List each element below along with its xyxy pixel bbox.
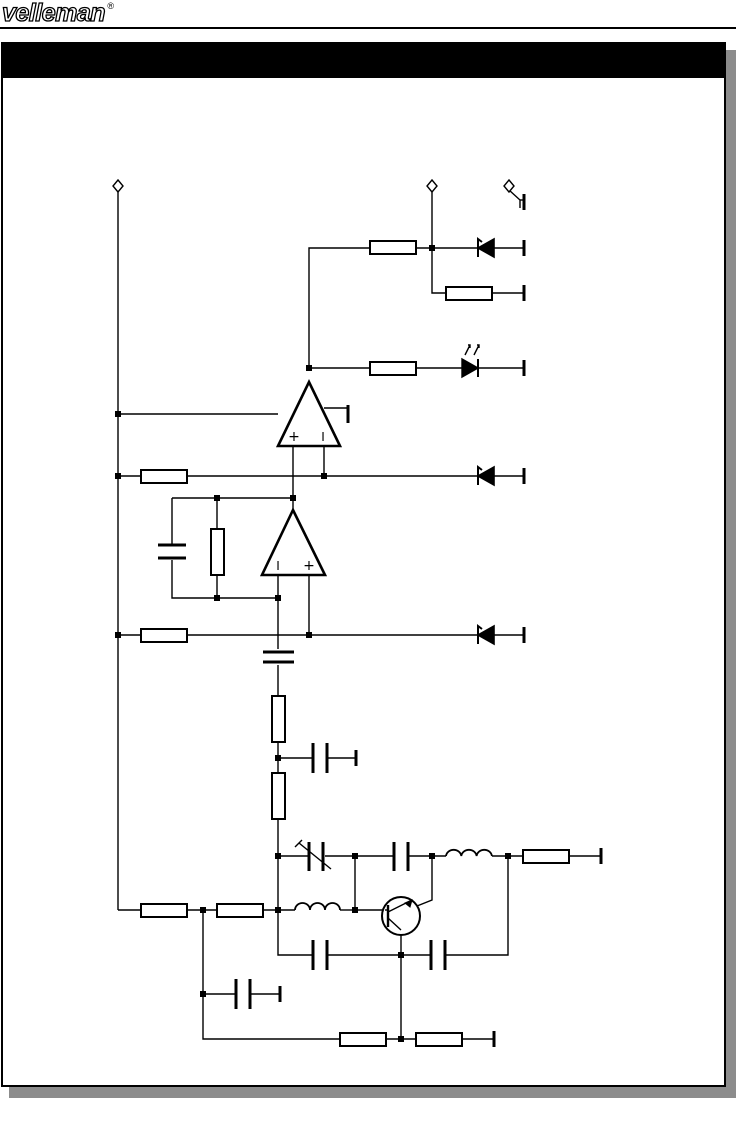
junction-dot-icon <box>200 991 206 997</box>
resistor-icon <box>523 850 569 863</box>
junction-dot-icon <box>275 595 281 601</box>
junction-dot-icon <box>214 595 220 601</box>
junction-dot-icon <box>115 632 121 638</box>
junction-dot-icon <box>398 1036 404 1042</box>
capacitor-icon <box>313 743 327 773</box>
junction-dot-icon <box>429 245 435 251</box>
junction-dot-icon <box>115 473 121 479</box>
resistor-icon <box>141 629 187 642</box>
inductor-icon <box>295 903 340 910</box>
opamp-top-minus-label: I <box>321 430 325 444</box>
wires <box>118 190 600 1039</box>
junction-dot-icon <box>505 853 511 859</box>
resistor-icon <box>340 1033 386 1046</box>
wire-opamp-out-top <box>309 248 478 368</box>
capacitor-icon <box>236 979 250 1009</box>
terminals <box>113 180 514 192</box>
terminal-icon <box>113 180 123 192</box>
junction-dots <box>115 245 511 1042</box>
capacitor-icon <box>263 652 294 662</box>
wire-collector <box>412 856 432 908</box>
resistor-icon <box>370 362 416 375</box>
junction-dot-icon <box>429 853 435 859</box>
opamp-bottom-plus-label: + <box>303 558 315 574</box>
op-amp-bottom <box>262 510 325 575</box>
capacitor-icon <box>313 940 327 970</box>
zener-diode-icon <box>478 239 494 257</box>
resistor-icon <box>272 773 285 819</box>
junction-dot-icon <box>306 632 312 638</box>
junction-dot-icon <box>290 495 296 501</box>
junction-dot-icon <box>275 755 281 761</box>
capacitor-icon <box>431 940 445 970</box>
resistor-icon <box>446 287 492 300</box>
op-amp-icon <box>262 510 325 575</box>
junction-dot-icon <box>306 365 312 371</box>
junction-dot-icon <box>398 952 404 958</box>
junction-dot-icon <box>352 853 358 859</box>
resistor-icon <box>141 470 187 483</box>
resistors <box>141 241 569 1046</box>
junction-dot-icon <box>275 853 281 859</box>
wire-base <box>355 856 385 910</box>
junction-dot-icon <box>200 907 206 913</box>
resistor-icon <box>272 696 285 742</box>
zener-diode-icon <box>478 467 494 485</box>
capacitor-icon <box>158 545 186 558</box>
zener-diode-icon <box>478 626 494 644</box>
terminal-icon <box>504 180 514 192</box>
capacitor-icon <box>394 842 408 871</box>
capacitors <box>158 545 445 1009</box>
wire-bottom-row <box>203 910 493 1039</box>
terminal-icon <box>427 180 437 192</box>
opamp-top-plus-label: + <box>288 429 300 445</box>
resistor-icon <box>211 529 224 575</box>
junction-dot-icon <box>352 907 358 913</box>
resistor-icon <box>370 241 416 254</box>
wire-right-cap <box>446 856 508 955</box>
junction-dot-icon <box>214 495 220 501</box>
junction-dot-icon <box>275 907 281 913</box>
resistor-icon <box>141 904 187 917</box>
inductor-icon <box>446 850 492 856</box>
resistor-icon <box>217 904 263 917</box>
led-icon <box>462 345 479 377</box>
resistor-icon <box>416 1033 462 1046</box>
junction-dot-icon <box>115 411 121 417</box>
wire-terminal3 <box>509 190 520 208</box>
grounds <box>280 194 601 1047</box>
npn-transistor-icon <box>382 897 420 935</box>
opamp-bottom-minus-label: I <box>276 559 280 573</box>
junction-dot-icon <box>321 473 327 479</box>
